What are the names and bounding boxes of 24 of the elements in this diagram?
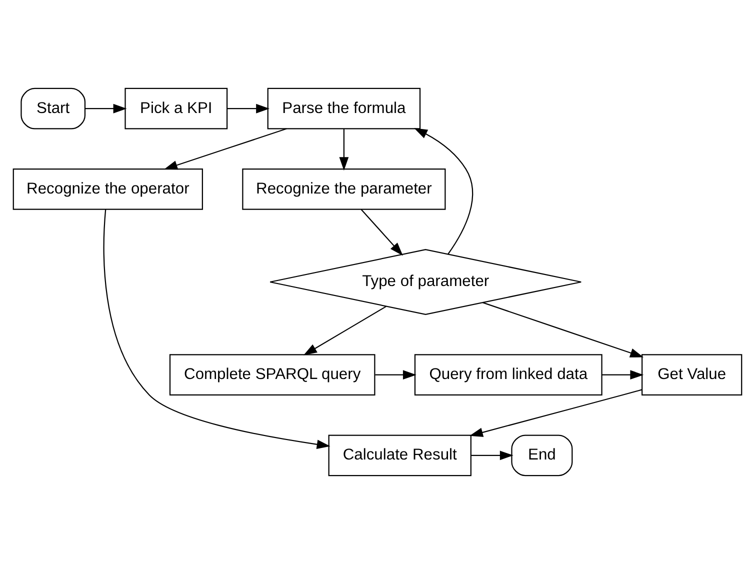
node-box: Recognize the parameter	[242, 168, 446, 210]
arrow	[414, 128, 474, 254]
arrow	[375, 370, 416, 380]
node-box: Start	[20, 88, 86, 130]
node-box: Query from linked data	[414, 354, 602, 396]
node-box: Pick a KPI	[124, 88, 228, 130]
node-box: Recognize the operator	[12, 168, 203, 210]
arrow	[471, 450, 514, 460]
node-box: Get Value	[642, 354, 742, 396]
arrow	[360, 209, 403, 256]
node-box: Complete SPARQL query	[169, 354, 376, 396]
arrow	[304, 306, 386, 356]
arrow	[227, 104, 270, 114]
arrow	[339, 129, 349, 171]
arrow	[164, 128, 287, 170]
arrow	[85, 104, 127, 114]
arrow	[469, 389, 642, 437]
node-box: Calculate Result	[328, 434, 472, 476]
arrow	[602, 370, 644, 380]
node-box: End	[511, 434, 573, 476]
node-diamond: Type of parameter	[270, 248, 582, 316]
arrow	[482, 302, 644, 358]
node-box: Parse the formula	[267, 88, 421, 130]
arrow	[103, 209, 330, 450]
